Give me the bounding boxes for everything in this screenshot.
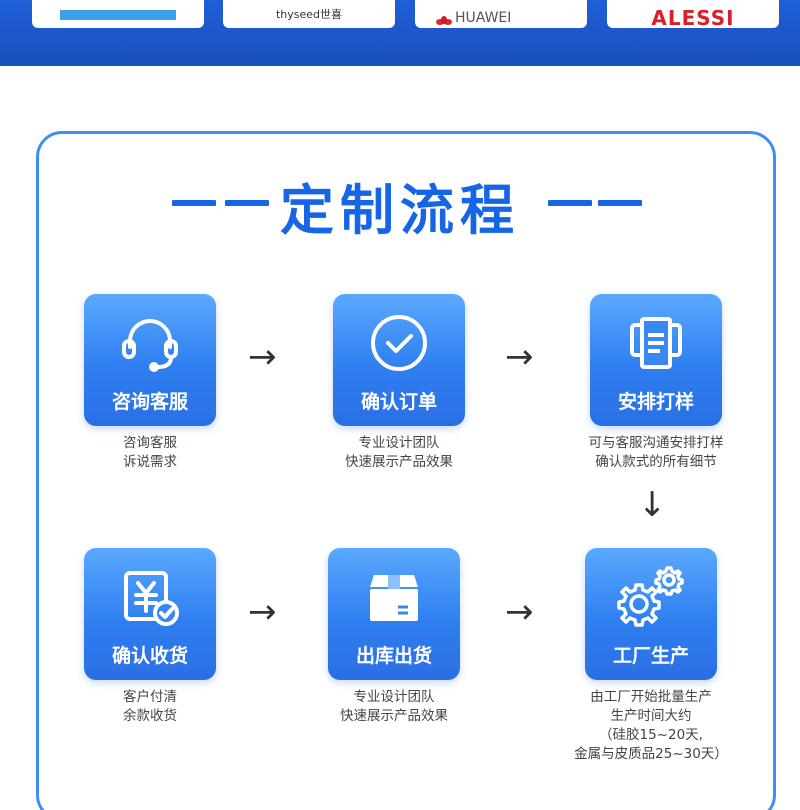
- desc-line: 专业设计团队: [358, 435, 440, 451]
- step-sample-desc: 可与客服沟通安排打样 确认款式的所有细节: [556, 434, 756, 472]
- headset-icon: [84, 308, 216, 378]
- page-title: 定制流程: [280, 179, 520, 242]
- step-label: 安排打样: [617, 391, 694, 413]
- step-confirm-order: 确认订单: [333, 294, 465, 426]
- huawei-flower-icon: [435, 12, 453, 25]
- arrow-right-icon: →: [248, 337, 277, 377]
- step-label: 咨询客服: [111, 391, 188, 413]
- title-dash-right-1: [548, 200, 592, 206]
- step-confirm-order-desc: 专业设计团队 快速展示产品效果: [299, 434, 499, 472]
- desc-line: 生产时间大约: [610, 708, 692, 724]
- logo-card-3: HUAWEI: [415, 0, 587, 28]
- logo-alessi: ALESSI: [651, 6, 735, 28]
- arrow-down-icon: ↓: [638, 485, 667, 525]
- step-label: 出库出货: [355, 645, 432, 667]
- logo-thyseed: thyseed世喜: [275, 8, 343, 21]
- logo-huawei: HUAWEI: [455, 10, 512, 26]
- desc-line: 余款收货: [123, 708, 177, 724]
- step-consult-desc: 咨询客服 诉说需求: [50, 434, 250, 472]
- title-dash-left-2: [225, 200, 269, 206]
- step-consult: 咨询客服: [84, 294, 216, 426]
- title-dash-right-2: [598, 200, 642, 206]
- step-label: 确认订单: [360, 391, 437, 413]
- desc-line: （硅胶15~20天,: [599, 727, 703, 743]
- box-icon: [328, 562, 460, 632]
- title-dash-left-1: [172, 200, 216, 206]
- gears-icon: [585, 562, 717, 632]
- printer-icon: [590, 308, 722, 378]
- desc-line: 客户付清: [123, 689, 177, 705]
- desc-line: 金属与皮质品25~30天）: [574, 746, 728, 762]
- step-receive: 确认收货: [84, 548, 216, 680]
- arrow-right-icon: →: [248, 592, 277, 632]
- desc-line: 咨询客服: [123, 435, 177, 451]
- desc-line: 快速展示产品效果: [340, 708, 448, 724]
- check-circle-icon: [333, 308, 465, 378]
- desc-line: 专业设计团队: [353, 689, 435, 705]
- desc-line: 可与客服沟通安排打样: [588, 435, 724, 451]
- step-production: 工厂生产: [585, 548, 717, 680]
- logo-card-1: [32, 0, 204, 28]
- logo-card-4: ALESSI: [607, 0, 779, 28]
- step-label: 工厂生产: [612, 645, 689, 667]
- step-production-desc: 由工厂开始批量生产 生产时间大约 （硅胶15~20天, 金属与皮质品25~30天…: [551, 688, 751, 764]
- step-label: 确认收货: [111, 645, 188, 667]
- desc-line: 诉说需求: [123, 454, 177, 470]
- process-panel: [36, 131, 776, 810]
- logo-1-mark: [60, 10, 176, 20]
- step-ship: 出库出货: [328, 548, 460, 680]
- desc-line: 由工厂开始批量生产: [590, 689, 712, 705]
- desc-line: 确认款式的所有细节: [595, 454, 717, 470]
- step-ship-desc: 专业设计团队 快速展示产品效果: [294, 688, 494, 726]
- step-sample: 安排打样: [590, 294, 722, 426]
- step-receive-desc: 客户付清 余款收货: [50, 688, 250, 726]
- arrow-right-icon: →: [505, 592, 534, 632]
- logo-card-2: thyseed世喜: [223, 0, 395, 28]
- payment-check-icon: [84, 562, 216, 632]
- desc-line: 快速展示产品效果: [345, 454, 453, 470]
- arrow-right-icon: →: [505, 337, 534, 377]
